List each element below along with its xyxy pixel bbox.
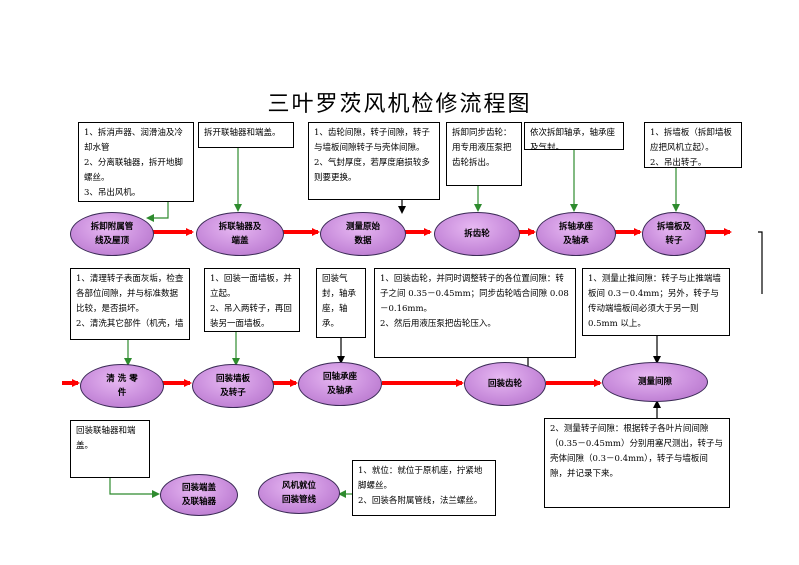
note-box-1: 1、拆消声器、润滑油及冷却水管 2、分离联轴器，拆开地脚螺丝。 3、吊出风机。 (78, 122, 194, 202)
step-remove-gear: 拆齿轮 (434, 212, 520, 256)
connector-return (758, 231, 763, 294)
connector-n1 (146, 202, 169, 222)
step-refit-endcover: 回装端盖 及联轴器 (160, 474, 238, 516)
note-box-3: 1、齿轮间隙，转子间隙，转子与墙板间隙转子与壳体间隙。 2、气封厚度，若厚度磨损… (308, 122, 440, 200)
note-box-7: 1、清理转子表面灰垢，检查各部位间隙，并与标准数据比较，是否损坏。 2、清洗其它… (70, 268, 190, 340)
step-refit-wallplate: 回装墙板 及转子 (192, 364, 274, 408)
note-box-4: 拆卸同步齿轮：用专用液压泵把齿轮拆出。 (446, 122, 522, 186)
step-remove-bearing: 拆轴承座 及轴承 (536, 212, 616, 256)
note-box-2: 拆开联轴器和端盖。 (198, 122, 294, 148)
step-measure-initial: 测量原始 数据 (320, 212, 406, 256)
note-box-9: 回装气封，轴承座，轴承。 (316, 268, 366, 338)
note-box-13: 2、测量转子间隙：根据转子各叶片间间隙（0.35－0.45mm）分别用塞尺测出，… (544, 418, 730, 508)
step-install-fan: 风机就位 回装管线 (258, 472, 340, 514)
note-box-14: 1、就位：就位于原机座，拧紧地脚螺丝。 2、回装各附属管线，法兰螺丝。 (352, 460, 496, 516)
note-box-6: 1、拆墙板（拆卸墙板应把风机立起）。 2、吊出转子。 (644, 122, 742, 168)
page-title: 三叶罗茨风机检修流程图 (267, 92, 532, 117)
step-remove-accessories: 拆卸附属管 线及屋顶 (70, 212, 154, 256)
note-box-11: 1、测量止推间隙：转子与止推端墙板间 0.3－0.4mm；另外，转子与传动端墙板… (582, 268, 730, 336)
step-clean-parts: 清 洗 零 件 (80, 364, 164, 408)
step-remove-coupling: 拆联轴器及 端盖 (196, 212, 284, 256)
note-box-8: 1、回装一面墙板，并立起。 2、吊入两转子，再回装另一面墙板。 (204, 268, 300, 332)
note-box-10: 1、回装齿轮，并同时调整转子的各位置间隙：转子之间 0.35－0.45mm；同步… (374, 268, 576, 358)
note-box-5: 依次拆卸轴承，轴承座及气封。 (524, 122, 624, 150)
step-refit-bearing: 回轴承座 及轴承 (298, 362, 382, 406)
connector-n12 (109, 478, 160, 498)
step-refit-gear: 回装齿轮 (464, 362, 546, 406)
step-measure-clearance: 测量间隙 (602, 362, 708, 402)
note-box-12: 回装联轴器和端盖。 (70, 420, 150, 478)
step-remove-wallplate: 拆墙板及 转子 (642, 212, 706, 256)
